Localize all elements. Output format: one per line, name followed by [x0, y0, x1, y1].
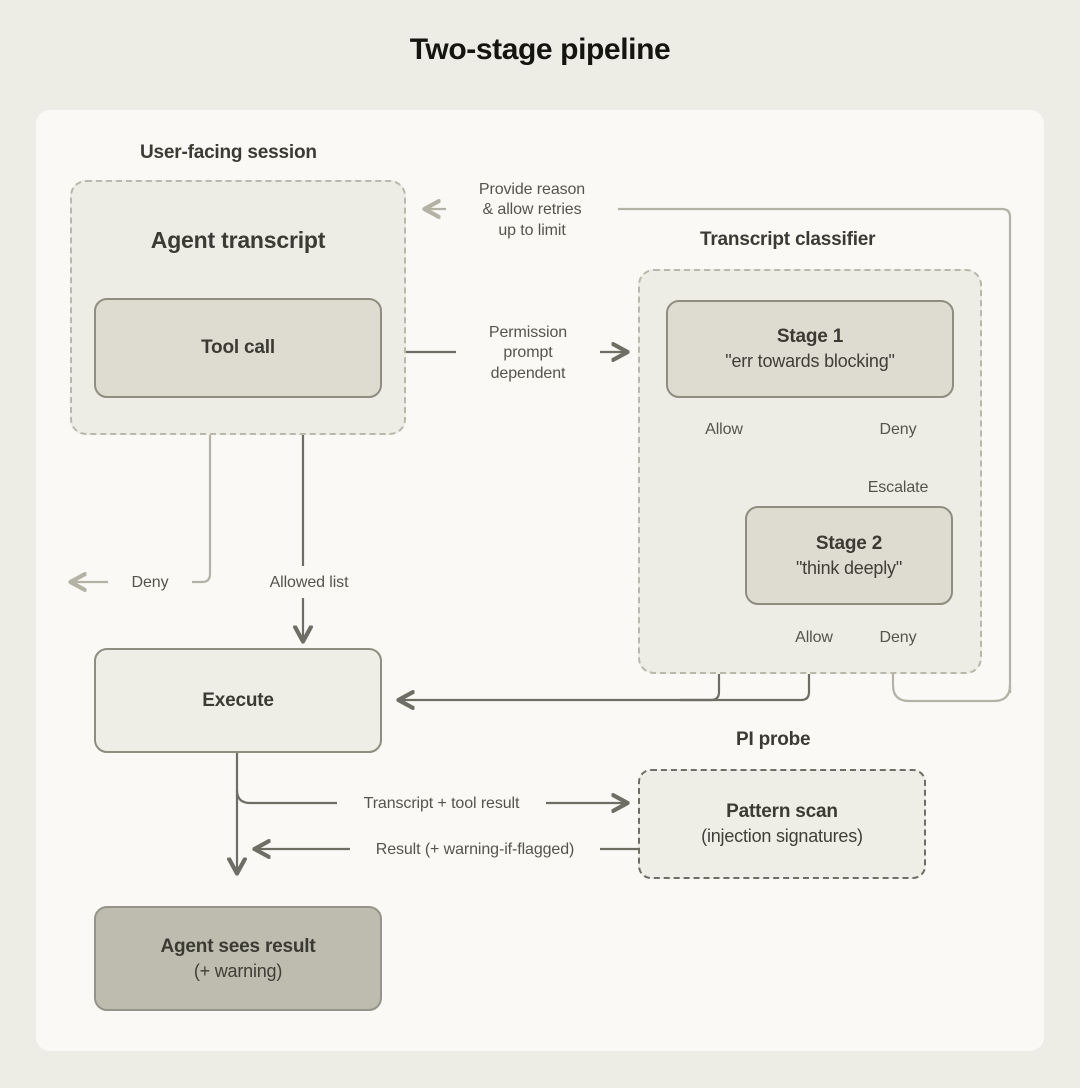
tool-call-label: Tool call	[201, 337, 275, 358]
agent-sees-result-sublabel: (+ warning)	[193, 960, 283, 981]
edge-label-feedback: Provide reason & allow retries up to lim…	[446, 180, 618, 242]
stage-2-label: Stage 2	[815, 532, 883, 554]
edge-label-allowed-list: Allowed list	[243, 573, 375, 594]
stage-2-sublabel: "think deeply"	[795, 557, 903, 578]
edge-label-permission: Permission prompt dependent	[456, 323, 600, 385]
pattern-scan-sublabel: (injection signatures)	[701, 826, 863, 846]
group-label-pi-probe: PI probe	[736, 729, 811, 750]
edge-label-stage1-allow: Allow	[679, 420, 769, 441]
node-tool-call[interactable]: Tool call	[94, 298, 382, 398]
execute-label: Execute	[202, 689, 274, 711]
edge-label-from-probe: Result (+ warning-if-flagged)	[350, 840, 600, 861]
node-execute[interactable]: Execute	[94, 648, 382, 753]
node-stage-2[interactable]: Stage 2 "think deeply"	[745, 506, 953, 605]
group-label-user-session: User-facing session	[140, 142, 317, 163]
page-title: Two-stage pipeline	[409, 33, 671, 66]
edge-label-toolcall-deny: Deny	[108, 573, 192, 594]
pattern-scan-label: Pattern scan	[726, 801, 838, 822]
node-stage-1[interactable]: Stage 1 "err towards blocking"	[666, 300, 954, 398]
edge-label-stage1-deny: Deny	[853, 420, 943, 441]
group-label-transcript-classifier: Transcript classifier	[700, 229, 876, 250]
edge-label-to-probe: Transcript + tool result	[337, 794, 546, 815]
edge-label-stage2-allow: Allow	[769, 628, 859, 649]
stage-1-label: Stage 1	[776, 326, 844, 347]
edge-label-stage2-deny: Deny	[853, 628, 943, 649]
stage-1-sublabel: "err towards blocking"	[725, 351, 895, 371]
node-agent-sees-result[interactable]: Agent sees result (+ warning)	[94, 906, 382, 1011]
edge-label-escalate: Escalate	[843, 478, 953, 499]
agent-transcript-title: Agent transcript	[150, 227, 326, 253]
node-pattern-scan[interactable]: Pattern scan (injection signatures)	[638, 769, 926, 879]
agent-sees-result-label: Agent sees result	[160, 935, 316, 957]
